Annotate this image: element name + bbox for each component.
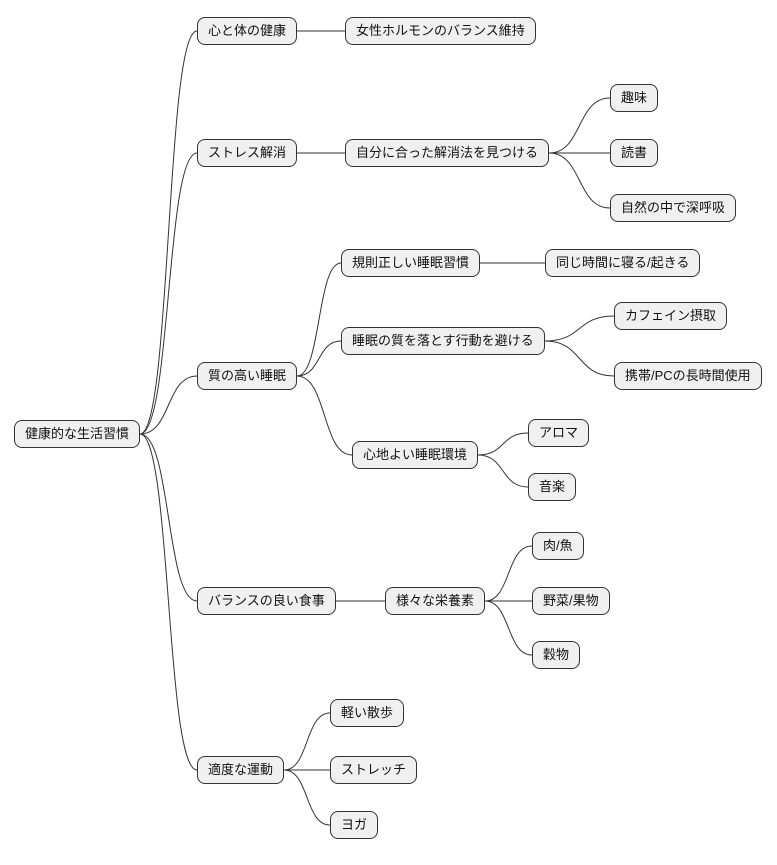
node-quality-sleep: 質の高い睡眠 (197, 362, 298, 390)
node-various-nutrients: 様々な栄養素 (385, 587, 486, 615)
node-meat-fish: 肉/魚 (532, 532, 584, 560)
node-caffeine-intake: カフェイン摂取 (614, 302, 728, 330)
node-same-sleep-wake-time: 同じ時間に寝る/起きる (545, 249, 701, 277)
mindmap-edge (548, 152, 611, 209)
mindmap-edge (548, 97, 611, 154)
mindmap-edge (544, 340, 615, 377)
mindmap-edge (296, 262, 342, 377)
node-long-phone-pc-use: 携帯/PCの長時間使用 (614, 362, 762, 390)
node-yoga: ヨガ (330, 811, 379, 839)
mindmap-edge (139, 375, 198, 435)
mindmap-edge (139, 30, 198, 435)
mindmap-edge (484, 545, 533, 602)
mindmap-edge (296, 340, 342, 377)
node-female-hormone-balance: 女性ホルモンのバランス維持 (345, 17, 536, 45)
node-grains: 穀物 (532, 641, 581, 669)
mindmap-edge (283, 712, 331, 771)
node-aroma: アロマ (528, 419, 590, 447)
node-stress-relief: ストレス解消 (197, 139, 298, 167)
mindmap-edge (477, 454, 529, 488)
node-deep-breathing-in-nature: 自然の中で深呼吸 (610, 194, 737, 222)
mindmap-edge (296, 375, 353, 456)
node-light-walk: 軽い散歩 (330, 699, 405, 727)
mindmap-edge (139, 433, 198, 602)
mindmap-edge (139, 152, 198, 435)
node-mind-and-body-health: 心と体の健康 (197, 17, 298, 45)
node-vegetables-fruits: 野菜/果物 (532, 587, 610, 615)
mindmap-edge (477, 432, 529, 456)
mindmap-edge (544, 315, 615, 342)
node-reading: 読書 (610, 139, 659, 167)
node-moderate-exercise: 適度な運動 (197, 756, 285, 784)
node-comfortable-sleep-environment: 心地よい睡眠環境 (352, 441, 479, 469)
node-regular-sleep-habits: 規則正しい睡眠習慣 (341, 249, 481, 277)
mindmap-edge (484, 600, 533, 656)
mindmap-edge (139, 433, 198, 771)
node-music: 音楽 (528, 473, 577, 501)
node-find-your-own-relief-method: 自分に合った解消法を見つける (345, 139, 550, 167)
node-stretching: ストレッチ (330, 756, 418, 784)
mindmap-edge (283, 769, 331, 826)
node-avoid-sleep-degrading-behavior: 睡眠の質を落とす行動を避ける (341, 327, 545, 355)
node-healthy-lifestyle-habits: 健康的な生活習慣 (14, 420, 141, 448)
node-hobby: 趣味 (610, 84, 659, 112)
node-balanced-diet: バランスの良い食事 (197, 587, 336, 615)
